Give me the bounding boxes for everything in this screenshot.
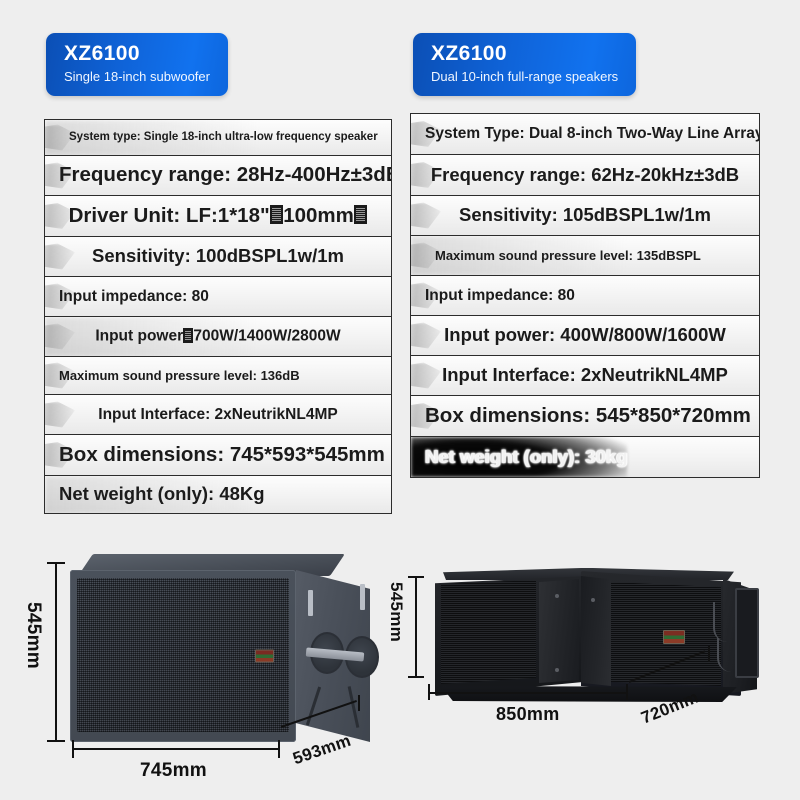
spec-row: System Type: Dual 8-inch Two-Way Line Ar…	[411, 114, 759, 155]
dimension-tick	[358, 695, 360, 711]
product-photo-area: 545mm 745mm 593mm	[0, 540, 800, 800]
screw-icon	[555, 668, 559, 672]
spec-row: Maximum sound pressure level: 135dBSPL	[411, 236, 759, 276]
cabinet-bottom-shadow	[441, 686, 737, 702]
rigging-bracket	[360, 584, 365, 610]
spec-text: Input impedance: 80	[59, 287, 209, 305]
spec-text: Net weight (only): 30kg	[425, 445, 628, 467]
spec-text: Input power: 400W/800W/1600W	[444, 324, 726, 346]
spec-row: Input Interface: 2xNeutrikNL4MP	[411, 356, 759, 396]
dimension-tick	[72, 740, 74, 758]
product-column-line-array: XZ6100 Dual 10-inch full-range speakers …	[400, 0, 770, 540]
subwoofer-cabinet-illustration	[60, 554, 379, 754]
spec-text: Net weight (only): 48Kg	[59, 483, 265, 505]
spec-text: Input impedance: 80	[425, 286, 575, 304]
brand-logo-badge	[255, 649, 274, 663]
spec-row: Frequency range: 62Hz-20kHz±3dB	[411, 155, 759, 196]
ribbon-artifact	[411, 322, 441, 349]
spec-row: Sensitivity: 105dBSPL1w/1m	[411, 196, 759, 236]
cabinet-front-panel	[70, 570, 296, 742]
connection-cable	[717, 638, 733, 672]
width-dimension-line	[72, 748, 280, 750]
spec-text: Input Interface: 2xNeutrikNL4MP	[442, 364, 728, 386]
dimension-tick	[47, 740, 65, 742]
spec-row: Input impedance: 80	[45, 277, 391, 317]
badge-model-name: XZ6100	[431, 42, 507, 65]
ribbon-artifact	[411, 362, 441, 389]
height-dimension-line	[415, 576, 417, 678]
badge-subtitle: Dual 10-inch full-range speakers	[431, 68, 619, 84]
product-column-subwoofer: XZ6100 Single 18-inch subwoofer System t…	[30, 0, 400, 540]
missing-glyph-icon	[183, 328, 194, 343]
dimension-tick	[708, 646, 710, 662]
product-badge-subwoofer: XZ6100 Single 18-inch subwoofer	[46, 33, 228, 97]
height-dimension-label: 545mm	[387, 582, 406, 643]
ribbon-artifact	[411, 202, 441, 229]
dimension-tick	[626, 684, 628, 700]
dimension-tick	[408, 676, 424, 678]
spec-text: Sensitivity: 100dBSPL1w/1m	[92, 245, 344, 267]
spec-table-subwoofer: System type: Single 18-inch ultra-low fr…	[44, 119, 392, 514]
width-dimension-label: 850mm	[496, 704, 560, 724]
spec-row: Input Interface: 2xNeutrikNL4MP	[45, 395, 391, 435]
cabinet-center-plate	[539, 579, 579, 683]
speaker-grille	[441, 580, 536, 684]
spec-row: Input power: 400W/800W/1600W	[411, 316, 759, 356]
spec-row: Net weight (only): 48Kg	[45, 476, 391, 513]
spec-row: Frequency range: 28Hz-400Hz±3dB	[45, 156, 391, 196]
spec-text: Frequency range: 28Hz-400Hz±3dB	[59, 163, 391, 187]
dimension-tick	[408, 576, 424, 578]
ribbon-artifact	[45, 401, 75, 428]
spec-row: Driver Unit: LF:1*18"100mm	[45, 196, 391, 237]
rigging-bracket	[308, 590, 313, 616]
cabinet-center-plate	[581, 576, 611, 686]
spec-row: Box dimensions: 745*593*545mm	[45, 435, 391, 476]
spec-text: System Type: Dual 8-inch Two-Way Line Ar…	[425, 125, 759, 143]
dimension-tick	[428, 684, 430, 700]
spec-text: Frequency range: 62Hz-20kHz±3dB	[430, 163, 740, 185]
height-dimension-line	[55, 562, 57, 742]
missing-glyph-icon	[270, 205, 283, 225]
spec-text: Driver Unit: LF:1*18"100mm	[69, 205, 368, 226]
spec-text: Maximum sound pressure level: 135dBSPL	[435, 248, 701, 263]
dimension-tick	[47, 562, 65, 564]
product-badge-line-array: XZ6100 Dual 10-inch full-range speakers	[413, 33, 637, 97]
speaker-grille	[77, 578, 289, 732]
ribbon-artifact	[45, 243, 75, 270]
spec-row: System type: Single 18-inch ultra-low fr…	[45, 120, 391, 156]
spec-row: Maximum sound pressure level: 136dB	[45, 357, 391, 395]
spec-text: Sensitivity: 105dBSPL1w/1m	[459, 204, 711, 226]
spec-row: Box dimensions: 545*850*720mm	[411, 396, 759, 437]
screw-icon	[555, 594, 559, 598]
spec-text: Box dimensions: 745*593*545mm	[59, 442, 385, 466]
spec-text: System type: Single 18-inch ultra-low fr…	[69, 130, 378, 143]
width-dimension-label: 745mm	[140, 760, 207, 781]
spec-text: Box dimensions: 545*850*720mm	[425, 403, 751, 427]
spec-row: Input impedance: 80	[411, 276, 759, 316]
missing-glyph-icon	[354, 205, 367, 225]
screw-icon	[591, 598, 595, 602]
width-dimension-line	[428, 692, 628, 694]
ribbon-artifact	[45, 323, 75, 350]
spec-row: Net weight (only): 30kg	[411, 437, 759, 477]
line-array-illustration	[435, 568, 759, 743]
dimension-tick	[278, 740, 280, 758]
brand-logo-badge	[663, 630, 685, 644]
badge-model-name: XZ6100	[64, 42, 140, 65]
connection-cable	[713, 602, 731, 642]
spec-text: Maximum sound pressure level: 136dB	[59, 368, 300, 383]
height-dimension-label: 545mm	[23, 602, 44, 669]
side-handle-panel	[735, 588, 759, 678]
badge-subtitle: Single 18-inch subwoofer	[64, 68, 210, 84]
spec-table-line-array: System Type: Dual 8-inch Two-Way Line Ar…	[410, 113, 760, 478]
spec-text: Input Interface: 2xNeutrikNL4MP	[98, 405, 338, 423]
spec-row: Sensitivity: 100dBSPL1w/1m	[45, 237, 391, 277]
